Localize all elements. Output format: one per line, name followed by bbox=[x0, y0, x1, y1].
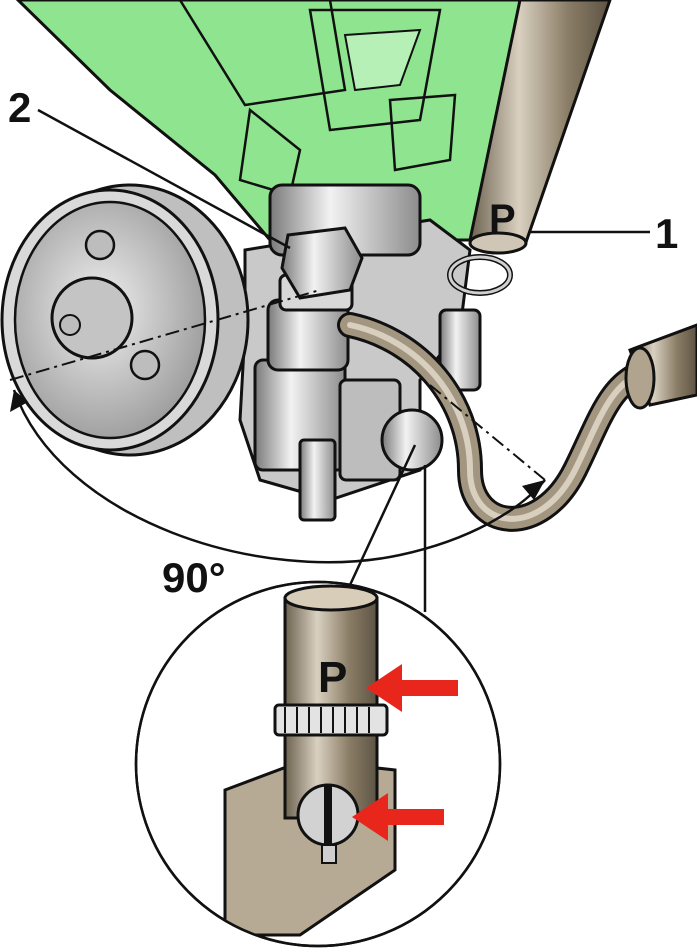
leader-lines bbox=[37, 108, 650, 612]
callout-1-label: 1 bbox=[655, 210, 678, 257]
union-bolt bbox=[266, 226, 364, 372]
detail-view bbox=[134, 580, 502, 948]
pressure-hose-label: P bbox=[489, 197, 516, 241]
pressure-hose-detail-label: P bbox=[318, 653, 347, 702]
pulley bbox=[0, 183, 250, 457]
mounting-bracket bbox=[15, 0, 562, 242]
pressure-hose bbox=[447, 0, 612, 296]
axis-lines bbox=[9, 289, 546, 481]
callout-2-label: 2 bbox=[8, 84, 31, 131]
arrow-pointer-lower bbox=[352, 793, 444, 841]
return-hose bbox=[337, 312, 697, 532]
arrow-pointer-upper bbox=[366, 664, 458, 712]
angle-arc bbox=[10, 389, 546, 564]
red-arrows bbox=[352, 664, 458, 841]
angle-label: 90° bbox=[162, 554, 226, 601]
